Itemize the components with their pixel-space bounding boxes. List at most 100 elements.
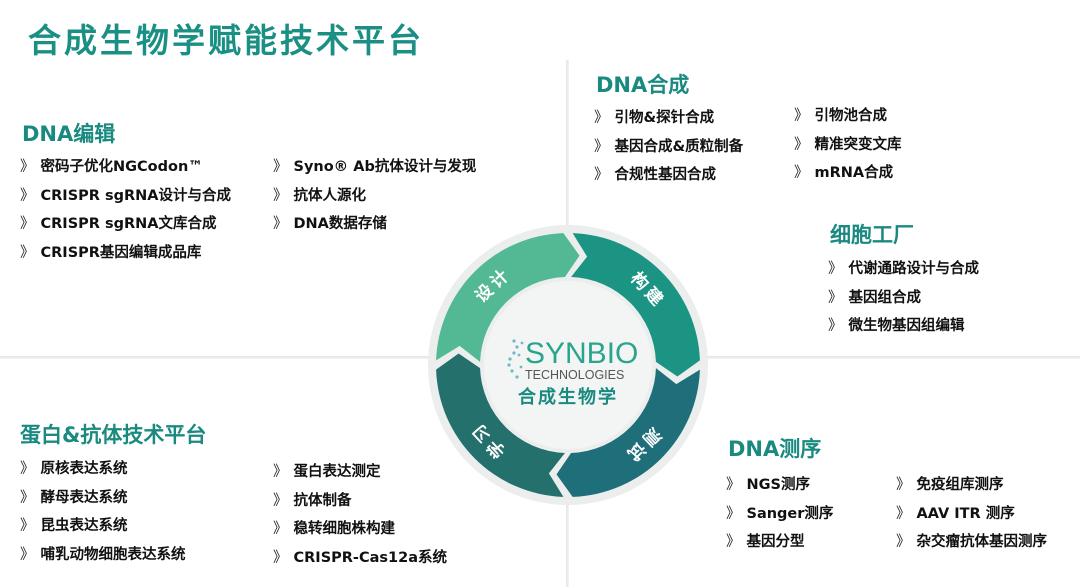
list-item-label: 酵母表达系统 <box>40 489 128 506</box>
center-disc <box>484 281 652 449</box>
list-item-label: AAV ITR 测序 <box>916 505 1015 522</box>
list-item: 》 mRNA合成 <box>794 161 902 190</box>
dna-edit-list-1: 》密码子优化NGCodon™》CRISPR sgRNA设计与合成》CRISPR … <box>20 155 231 269</box>
heading-dna-seq: DNA测序 <box>728 437 822 461</box>
bullet-icon: 》 <box>794 136 809 153</box>
bullet-icon: 》 <box>273 521 288 537</box>
list-item: 》哺乳动物细胞表达系统 <box>20 543 186 572</box>
list-item-label: CRISPR-Cas12a系统 <box>293 549 447 566</box>
cycle-segment-test <box>556 368 700 497</box>
list-item-label: 代谢通路设计与合成 <box>848 261 980 277</box>
bullet-icon: 》 <box>794 108 809 124</box>
list-item-label: 基因组合成 <box>848 289 922 306</box>
list-item-label: 微生物基因组编辑 <box>848 318 965 334</box>
center-label: 合成生物学 <box>518 386 618 408</box>
protein-list-2: 》蛋白表达测定》抗体制备》稳转细胞株构建》CRISPR-Cas12a系统 <box>273 460 447 574</box>
dna-edit-list-2: 》Syno® Ab抗体设计与发现》抗体人源化》DNA数据存储 <box>273 155 476 241</box>
list-item: 》引物池合成 <box>794 104 902 133</box>
cycle-segment-design <box>436 233 580 362</box>
logo-sub: TECHNOLOGIES <box>525 368 624 382</box>
list-item: 》基因合成&质粒制备 <box>594 135 743 164</box>
logo-main: SYNBIO <box>525 337 638 370</box>
list-item: 》免疫组库测序 <box>896 473 1047 502</box>
bullet-icon: 》 <box>726 477 741 493</box>
list-item: 》酵母表达系统 <box>20 486 186 515</box>
bullet-icon: 》 <box>273 159 288 175</box>
list-item-label: 原核表达系统 <box>40 461 128 477</box>
list-item: 》代谢通路设计与合成 <box>828 257 979 286</box>
list-item: 》 AAV ITR 测序 <box>896 502 1047 531</box>
list-item: 》抗体制备 <box>273 489 447 518</box>
list-item: 》原核表达系统 <box>20 457 186 486</box>
bullet-icon: 》 <box>828 289 843 306</box>
cycle-segment-build <box>571 233 700 377</box>
cycle-diagram: 设计构建测试学习 SYNBIO TECHNOLOGIES 合成生物学 <box>428 225 708 505</box>
protein-list-1: 》原核表达系统》酵母表达系统》昆虫表达系统》哺乳动物细胞表达系统 <box>20 457 186 571</box>
dna-synth-list-2: 》引物池合成》精准突变文库》mRNA合成 <box>794 104 902 190</box>
list-item: 》合规性基因合成 <box>594 163 743 192</box>
list-item-label: CRISPR sgRNA文库合成 <box>40 216 217 232</box>
list-item: 》精准突变文库 <box>794 133 902 162</box>
bullet-icon: 》 <box>20 546 35 563</box>
bullet-icon: 》 <box>20 159 35 175</box>
bullet-icon: 》 <box>20 489 35 506</box>
bullet-icon: 》 <box>726 505 741 522</box>
list-item: 》抗体人源化 <box>273 184 476 213</box>
bullet-icon: 》 <box>794 165 809 181</box>
list-item-label: 合规性基因合成 <box>614 167 717 183</box>
dna-seq-list-2: 》免疫组库测序》AAV ITR 测序》杂交瘤抗体基因测序 <box>896 473 1047 559</box>
bullet-icon: 》 <box>273 492 288 509</box>
bullet-icon: 》 <box>20 216 35 232</box>
heading-dna-synthesis: DNA合成 <box>596 73 690 97</box>
bullet-icon: 》 <box>594 167 609 183</box>
bullet-icon: 》 <box>896 505 911 522</box>
list-item: 》CRISPR基因编辑成品库 <box>20 241 231 270</box>
list-item: 》 NGS测序 <box>726 473 833 502</box>
list-item-label: DNA数据存储 <box>293 216 387 232</box>
heading-cell-factory: 细胞工厂 <box>830 223 914 247</box>
bullet-icon: 》 <box>896 477 911 493</box>
list-item-label: CRISPR sgRNA设计与合成 <box>40 187 232 204</box>
list-item-label: 蛋白表达测定 <box>293 464 381 480</box>
list-item-label: 免疫组库测序 <box>916 477 1004 493</box>
bullet-icon: 》 <box>594 138 609 155</box>
list-item-label: mRNA合成 <box>814 165 894 181</box>
list-item: 》昆虫表达系统 <box>20 514 186 543</box>
list-item: 》基因组合成 <box>828 286 979 315</box>
bullet-icon: 》 <box>594 110 609 126</box>
bullet-icon: 》 <box>273 464 288 480</box>
heading-protein: 蛋白&抗体技术平台 <box>20 423 207 447</box>
heading-dna-edit: DNA编辑 <box>22 122 116 146</box>
cycle-segment-learn <box>436 353 565 497</box>
bullet-icon: 》 <box>20 187 35 204</box>
cell-factory-list: 》代谢通路设计与合成》基因组合成》微生物基因组编辑 <box>828 257 979 343</box>
list-item-label: 杂交瘤抗体基因测序 <box>916 534 1048 550</box>
bullet-icon: 》 <box>20 518 35 534</box>
list-item: 》基因分型 <box>726 530 833 559</box>
list-item: 》杂交瘤抗体基因测序 <box>896 530 1047 559</box>
list-item: 》密码子优化NGCodon™ <box>20 155 231 184</box>
list-item-label: CRISPR基因编辑成品库 <box>40 244 202 261</box>
list-item-label: NGS测序 <box>746 477 810 493</box>
list-item: 》 Syno® Ab抗体设计与发现 <box>273 155 476 184</box>
list-item: 》Sanger测序 <box>726 502 833 531</box>
list-item-label: 抗体人源化 <box>293 187 367 204</box>
dna-synth-list-1: 》引物&探针合成》基因合成&质粒制备》合规性基因合成 <box>594 106 743 192</box>
list-item-label: 引物&探针合成 <box>614 110 715 126</box>
list-item-label: Syno® Ab抗体设计与发现 <box>293 159 477 175</box>
bullet-icon: 》 <box>896 534 911 550</box>
list-item: 》微生物基因组编辑 <box>828 314 979 343</box>
list-item-label: 稳转细胞株构建 <box>293 521 396 537</box>
list-item: 》蛋白表达测定 <box>273 460 447 489</box>
dna-seq-list-1: 》 NGS测序》Sanger测序》基因分型 <box>726 473 833 559</box>
bullet-icon: 》 <box>273 216 288 232</box>
list-item: 》 CRISPR-Cas12a系统 <box>273 546 447 575</box>
page-title: 合成生物学赋能技术平台 <box>28 21 424 60</box>
list-item: 》 CRISPR sgRNA文库合成 <box>20 212 231 241</box>
list-item-label: 基因合成&质粒制备 <box>614 138 744 155</box>
bullet-icon: 》 <box>273 187 288 204</box>
list-item-label: 精准突变文库 <box>814 136 902 153</box>
list-item: 》 DNA数据存储 <box>273 212 476 241</box>
list-item-label: 引物池合成 <box>814 108 888 124</box>
bullet-icon: 》 <box>273 549 288 566</box>
